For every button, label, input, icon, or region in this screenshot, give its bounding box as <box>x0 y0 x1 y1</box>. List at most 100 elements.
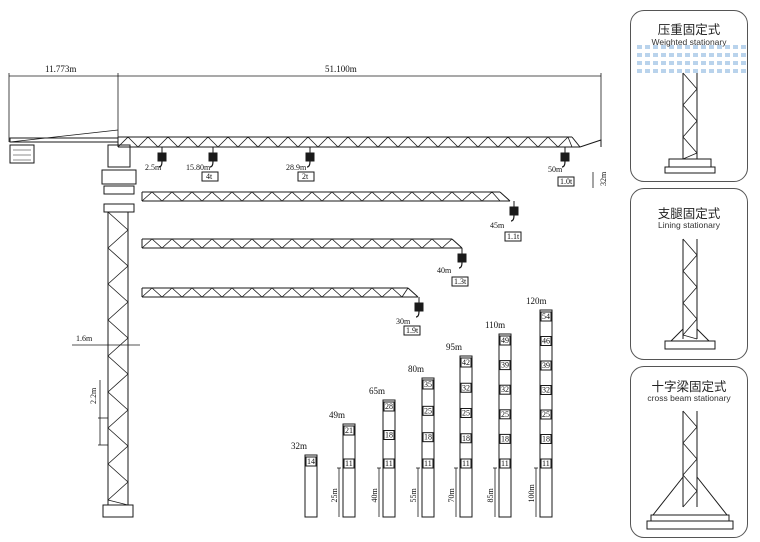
weight-block <box>661 53 666 57</box>
slewing-ring <box>101 169 137 185</box>
weight-block <box>693 53 698 57</box>
section-label: 11 <box>424 459 432 468</box>
slewing-base <box>103 185 135 195</box>
section-box <box>540 336 552 346</box>
weight-block <box>717 45 722 49</box>
jib-variants <box>141 191 519 318</box>
jib-tip-hook <box>560 147 570 168</box>
weight-block <box>701 69 706 73</box>
section-box <box>499 384 511 395</box>
section-label: 54 <box>542 312 550 321</box>
section-label: 25 <box>501 410 509 419</box>
section-box <box>540 434 552 444</box>
jib-variant-45m <box>141 191 511 202</box>
load-radius-2: 15.80m <box>186 163 211 172</box>
jib-variant-30m <box>141 287 419 298</box>
section-label: 11 <box>462 459 470 468</box>
weight-block <box>669 53 674 57</box>
weight-block <box>725 69 730 73</box>
panel-mast <box>682 410 698 508</box>
section-label: 35 <box>424 380 432 389</box>
section-label: 25 <box>424 406 432 415</box>
tip-radius-30: 30m <box>396 317 411 326</box>
weight-block <box>733 61 738 65</box>
mast-truss <box>664 238 716 350</box>
section-label: 25 <box>462 409 470 418</box>
main-tower-crane <box>8 73 602 518</box>
load-hook-3 <box>305 147 315 168</box>
weight-block <box>717 69 722 73</box>
section-label: 11 <box>345 459 353 468</box>
section-label: 11 <box>385 459 393 468</box>
lattice-braces <box>682 238 698 340</box>
span-label: 25m <box>330 488 339 503</box>
section-label: 32 <box>542 386 550 395</box>
hook-curve <box>209 160 214 168</box>
counterweight-block <box>9 144 35 164</box>
section-label: 42 <box>462 358 470 367</box>
tower-height-label: 110m <box>485 320 505 330</box>
brace-left <box>652 476 684 516</box>
lattice-braces <box>107 211 129 506</box>
panel-weighted-stationary: 压重固定式 Weighted stationary <box>630 10 748 182</box>
weight-block <box>717 61 722 65</box>
weight-block <box>637 53 642 57</box>
jib-braces <box>141 287 409 298</box>
section-label: 18 <box>385 431 393 440</box>
tower-mast <box>107 211 129 506</box>
weight-block <box>725 53 730 57</box>
tower-column <box>382 399 396 518</box>
span-label: 85m <box>486 488 495 503</box>
hook-block <box>305 152 315 162</box>
span-label: 70m <box>447 488 456 503</box>
load-radius-3: 28.9m <box>286 163 307 172</box>
section-box <box>499 335 511 346</box>
section-label: 18 <box>462 434 470 443</box>
hook-block <box>414 302 424 312</box>
weight-block <box>685 53 690 57</box>
weight-block <box>709 69 714 73</box>
leg <box>696 328 710 342</box>
weight-block <box>717 53 722 57</box>
hook-curve <box>158 160 163 168</box>
weight-block <box>741 53 746 57</box>
hook-block <box>560 152 570 162</box>
panel-title-en: cross beam stationary <box>647 393 731 403</box>
mast-truss <box>664 72 716 174</box>
lattice-braces <box>682 72 698 160</box>
span-label: 100m <box>527 484 536 503</box>
weight-block <box>653 69 658 73</box>
section-box <box>460 408 472 418</box>
tower-width-label: 1.6m <box>76 334 93 343</box>
tower-column <box>342 423 356 518</box>
cross-beam <box>650 514 730 522</box>
weight-block <box>741 45 746 49</box>
section-label: 46 <box>542 337 550 346</box>
section-label: 28 <box>385 402 393 411</box>
lattice-braces <box>682 410 698 508</box>
jib-variant-40m <box>141 238 463 249</box>
section-label: 14 <box>307 457 315 466</box>
section-box <box>499 360 511 371</box>
tip-load-45: 1.1t <box>507 232 520 241</box>
section-label: 11 <box>501 459 509 468</box>
load-value-3: 2t <box>302 172 309 181</box>
panel-mast <box>682 72 698 160</box>
tip-box-45 <box>504 231 522 242</box>
span-label: 40m <box>370 488 379 503</box>
panel-title-en: Weighted stationary <box>651 37 727 47</box>
brace-right <box>696 476 728 516</box>
mast-truss <box>646 410 734 530</box>
tip-box-50 <box>557 176 575 187</box>
tower-column <box>459 355 473 518</box>
section-box <box>422 458 434 469</box>
hook-block <box>509 206 519 216</box>
weight-block <box>669 45 674 49</box>
section-box <box>422 379 434 390</box>
ballast-block <box>668 158 712 168</box>
counter-jib-length-label: 11.773m <box>45 64 76 74</box>
